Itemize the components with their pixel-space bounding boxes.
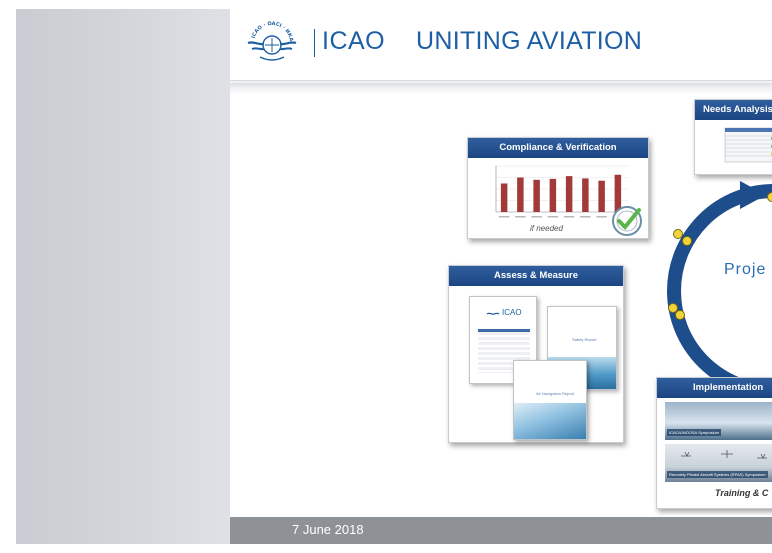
compliance-verification-panel[interactable]: Compliance & Verification if needed: [467, 137, 649, 239]
x-tick-label-placeholder: [531, 216, 542, 218]
needs-analysis-title: Needs Analysis: [695, 100, 772, 120]
needs-analysis-panel[interactable]: Needs Analysis: [694, 99, 772, 175]
air-navigation-report-label: Air Navigation Report: [536, 391, 575, 396]
chart-bar: [517, 177, 524, 212]
x-tick-label-placeholder: [515, 216, 526, 218]
report-brand: ICAO: [502, 308, 522, 317]
compliance-verification-title: Compliance & Verification: [468, 138, 648, 158]
symposium-banner-1-text: ICAO/UNOOSA Symposium: [667, 429, 722, 436]
air-navigation-report-cover: Air Navigation Report: [513, 360, 587, 440]
chart-bar: [582, 178, 589, 212]
chart-bar: [614, 174, 622, 212]
logo-ring-text: ICAO · OACI · ИКАО: [244, 21, 294, 42]
chart-bar: [533, 179, 540, 212]
brand-divider: [314, 29, 315, 57]
rpas-drones-icon: [681, 450, 767, 459]
symposium-banner-2-text: Remotely Piloted Aircraft Systems (RPAS)…: [667, 471, 768, 478]
chart-bar: [565, 176, 573, 212]
brand-tagline: UNITING AVIATION: [416, 27, 643, 55]
air-navigation-report-image: [514, 403, 586, 439]
header-shadow: [230, 83, 772, 95]
chart-bar: [500, 183, 508, 212]
assess-measure-panel[interactable]: Assess & Measure ICAO Safety Report Air …: [448, 265, 624, 443]
assess-measure-title: Assess & Measure: [449, 266, 623, 286]
x-tick-label-placeholder: [596, 216, 607, 218]
report-logo-icon: [486, 312, 500, 315]
safety-report-label: Safety Report: [572, 337, 597, 342]
x-tick-label-placeholder: [580, 216, 591, 218]
chart-bar: [549, 178, 557, 212]
implementation-caption: Training & C: [715, 488, 769, 498]
x-tick-label-placeholder: [498, 216, 510, 218]
compliance-bar-chart: [495, 165, 628, 218]
symposium-banner-2: Remotely Piloted Aircraft Systems (RPAS)…: [665, 444, 772, 482]
x-tick-label-placeholder: [547, 216, 559, 218]
cycle-center-label: Proje: [724, 261, 767, 278]
footer-date: 7 June 2018: [292, 522, 364, 537]
implementation-panel[interactable]: Implementation ICAO/UNOOSA Symposium Rem…: [656, 377, 772, 509]
svg-text:ICAO · OACI · ИКАО: ICAO · OACI · ИКАО: [244, 21, 294, 42]
slide-thumbnail-pane[interactable]: [16, 9, 230, 544]
brand-name: ICAO: [322, 27, 386, 55]
icao-emblem-icon: ICAO · OACI · ИКАО: [244, 21, 297, 61]
needs-analysis-table-thumb: [724, 127, 772, 163]
icao-report-cover: ICAO: [469, 296, 537, 384]
verified-check-icon: [612, 206, 642, 236]
slide-footer: 7 June 2018: [230, 517, 772, 544]
slide: ICAO · OACI · ИКАО ICAO UNITING AVIATION: [230, 9, 772, 544]
compliance-note: if needed: [530, 224, 563, 233]
symposium-banner-1: ICAO/UNOOSA Symposium: [665, 402, 772, 440]
slide-header: ICAO · OACI · ИКАО ICAO UNITING AVIATION: [230, 9, 772, 81]
x-tick-label-placeholder: [563, 216, 575, 218]
chart-bar: [598, 180, 605, 212]
implementation-title: Implementation: [657, 378, 772, 398]
project-cycle-ring: [667, 181, 772, 399]
